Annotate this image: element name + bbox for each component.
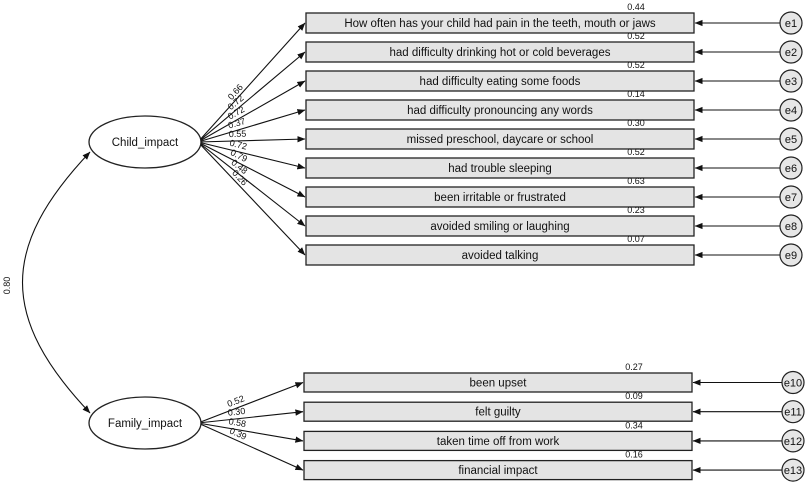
indicator-box — [303, 459, 693, 481]
latent-factor-label: Family_impact — [108, 418, 183, 430]
loading-label: 0.30 — [227, 406, 246, 418]
indicator-label: had difficulty pronouncing any words — [407, 105, 593, 117]
r-squared-label: 0.44 — [627, 2, 645, 12]
indicator-label: been upset — [470, 378, 528, 390]
error-term-circle — [779, 214, 803, 238]
error-term-label: e6 — [785, 163, 797, 175]
r-squared-label: 0.23 — [627, 205, 645, 215]
error-term-label: e7 — [785, 192, 797, 204]
r-squared-label: 0.27 — [625, 362, 643, 372]
indicator-label: taken time off from work — [437, 436, 560, 448]
error-term-label: e8 — [785, 221, 797, 233]
loading-arrow — [197, 109, 306, 143]
indicator-box — [305, 215, 695, 237]
indicator-box — [305, 41, 695, 63]
path-arrows — [22, 19, 782, 474]
latent-factor-ellipse — [88, 396, 202, 450]
loading-arrow — [197, 51, 306, 143]
error-term-circle — [781, 458, 805, 482]
indicator-label: had trouble sleeping — [448, 163, 552, 175]
correlation-label: 0.80 — [2, 277, 12, 295]
error-term-label: e5 — [785, 134, 797, 146]
error-term-circle — [781, 400, 805, 424]
loading-label: 0.55 — [229, 129, 247, 139]
correlation-arrow — [22, 151, 91, 414]
indicator-box — [305, 12, 695, 34]
r-squared-label: 0.52 — [627, 60, 645, 70]
loading-arrow — [197, 22, 306, 143]
indicator-label: been irritable or frustrated — [434, 192, 566, 204]
r-squared-label: 0.63 — [627, 176, 645, 186]
error-term-label: e13 — [784, 465, 802, 477]
error-term-circle — [779, 40, 803, 64]
error-term-label: e4 — [785, 105, 797, 117]
loading-arrow — [197, 136, 306, 143]
indicator-label: How often has your child had pain in the… — [344, 18, 656, 30]
error-term-label: e12 — [784, 436, 802, 448]
error-term-label: e9 — [785, 250, 797, 262]
loading-arrow — [197, 422, 304, 443]
error-term-label: e3 — [785, 76, 797, 88]
error-term-circle — [779, 185, 803, 209]
latent-factor-ellipse — [88, 115, 202, 169]
error-term-circle — [779, 11, 803, 35]
r-squared-label: 0.14 — [627, 89, 645, 99]
r-squared-label: 0.52 — [627, 147, 645, 157]
indicator-label: had difficulty drinking hot or cold beve… — [390, 47, 611, 59]
error-term-label: e10 — [784, 378, 802, 390]
error-term-circle — [779, 98, 803, 122]
diagram-labels: 0.660.720.720.370.550.720.790.480.260.52… — [2, 2, 802, 477]
loading-arrow — [197, 422, 304, 471]
loading-arrow — [197, 381, 304, 424]
indicator-box — [305, 157, 695, 179]
error-term-label: e2 — [785, 47, 797, 59]
r-squared-label: 0.07 — [627, 234, 645, 244]
indicator-label: missed preschool, daycare or school — [407, 134, 594, 146]
indicator-label: avoided smiling or laughing — [430, 221, 569, 233]
indicator-label: had difficulty eating some foods — [420, 76, 581, 88]
r-squared-label: 0.16 — [625, 450, 643, 460]
indicator-label: avoided talking — [462, 250, 539, 262]
indicator-box — [305, 70, 695, 92]
error-term-circle — [779, 156, 803, 180]
loading-label: 0.58 — [228, 416, 247, 429]
r-squared-label: 0.52 — [627, 31, 645, 41]
indicator-box — [305, 186, 695, 208]
loading-arrow — [197, 80, 306, 143]
loading-arrow — [197, 141, 306, 227]
r-squared-label: 0.34 — [625, 420, 643, 430]
loading-arrow — [197, 141, 306, 198]
error-term-circle — [779, 243, 803, 267]
indicator-box — [305, 99, 695, 121]
loading-arrow — [197, 141, 306, 170]
indicator-box — [303, 401, 693, 422]
r-squared-label: 0.30 — [627, 118, 645, 128]
loading-label: 0.37 — [227, 116, 247, 131]
r-squared-label: 0.09 — [625, 391, 643, 401]
loading-arrow — [197, 141, 306, 256]
indicator-box — [303, 372, 693, 393]
indicator-label: felt guilty — [475, 407, 521, 419]
diagram-nodes — [88, 11, 805, 482]
error-term-circle — [781, 370, 805, 395]
indicator-box — [305, 128, 695, 150]
latent-factor-label: Child_impact — [112, 137, 179, 149]
error-term-circle — [779, 127, 803, 151]
indicator-label: financial impact — [458, 465, 538, 477]
indicator-box — [303, 430, 693, 452]
loading-label: 0.72 — [229, 138, 248, 152]
indicator-box — [305, 244, 695, 266]
error-term-label: e11 — [784, 407, 802, 419]
loading-arrow — [197, 409, 304, 424]
error-term-label: e1 — [785, 18, 797, 30]
error-term-circle — [779, 69, 803, 93]
error-term-circle — [781, 429, 805, 453]
